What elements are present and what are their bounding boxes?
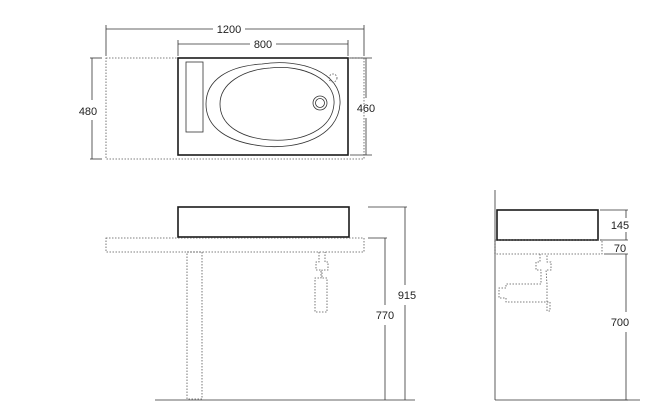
front-view-basin <box>177 206 350 238</box>
dim-label-total-height: 915 <box>398 290 416 302</box>
dim-label-counter-height: 770 <box>376 310 394 322</box>
dim-side-height: 700 <box>600 254 629 401</box>
side-view: 145 70 700 <box>494 190 640 401</box>
drain-icon <box>312 95 328 111</box>
front-view-countertop <box>105 237 365 253</box>
dim-counter-height: 770 <box>368 237 394 400</box>
side-view-trap <box>498 254 552 312</box>
top-view-basin <box>177 57 349 156</box>
dim-counter-thickness: 70 <box>604 243 628 255</box>
tap-hole-icon <box>328 73 338 83</box>
top-view-shelf-slot <box>185 61 204 133</box>
dim-basin-width: 800 <box>177 37 349 56</box>
dim-basin-height: 145 <box>600 209 629 241</box>
top-view: 1200 800 480 460 <box>79 22 375 160</box>
dim-basin-depth: 460 <box>350 57 375 156</box>
dim-counter-depth: 480 <box>79 57 102 160</box>
dim-label-basin-width: 800 <box>254 39 272 51</box>
dim-label-counter-thickness: 70 <box>614 243 626 255</box>
top-view-bowl-inner <box>219 66 335 141</box>
dim-label-basin-height: 145 <box>611 220 629 232</box>
dim-label-total-width: 1200 <box>217 24 241 36</box>
side-view-basin <box>496 209 599 241</box>
front-view-leg <box>186 251 203 400</box>
dim-total-width: 1200 <box>105 22 365 56</box>
front-view: 915 770 <box>105 206 416 401</box>
dim-total-height: 915 <box>368 206 416 400</box>
dim-label-side-height: 700 <box>611 317 629 329</box>
side-view-countertop <box>494 239 603 255</box>
dim-label-basin-depth: 460 <box>357 103 375 115</box>
front-view-trap <box>314 252 329 313</box>
dim-label-counter-depth: 480 <box>79 106 97 118</box>
drain-inner-icon <box>315 98 325 108</box>
top-view-bowl-outer <box>205 62 341 148</box>
top-view-countertop <box>105 57 365 160</box>
